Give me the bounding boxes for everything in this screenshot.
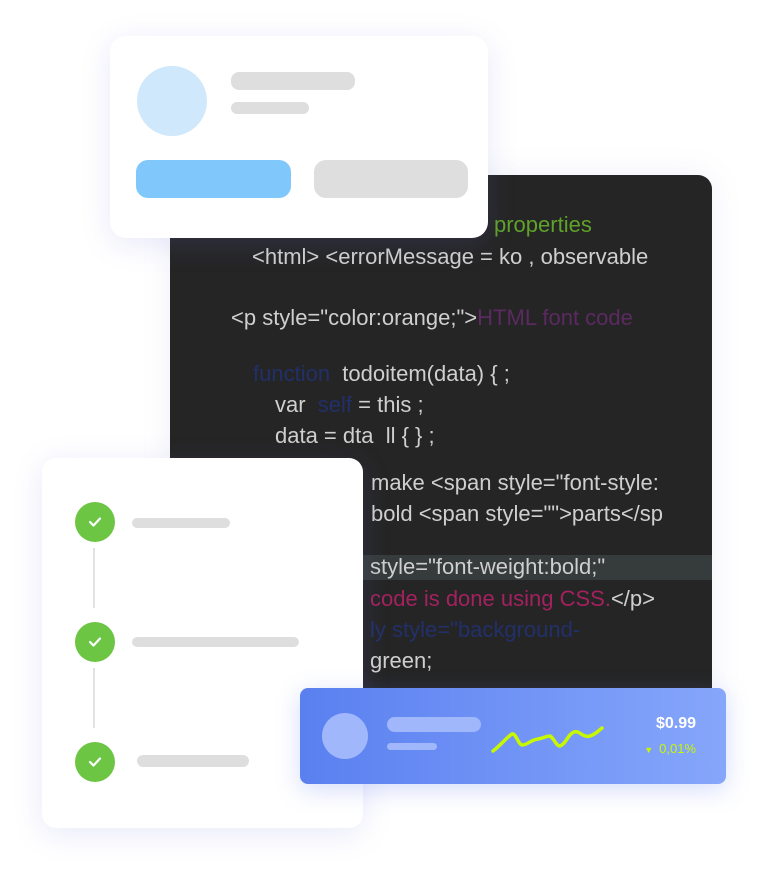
name-placeholder: [231, 72, 355, 90]
check-icon: [75, 742, 115, 782]
step-label-placeholder: [132, 518, 230, 528]
step-label-placeholder: [132, 637, 299, 647]
code-line: data = dta ll { } ;: [275, 423, 435, 448]
step-label-placeholder: [137, 755, 249, 767]
step-connector: [93, 548, 95, 608]
price-ticker-card: $0.99 ▼0,01%: [300, 688, 726, 784]
code-line: bold <span style="">parts</sp: [371, 501, 664, 526]
coin-avatar: [322, 713, 368, 759]
code-line: <p style="color:orange;">HTML font code: [231, 305, 633, 330]
subtitle-placeholder: [231, 102, 309, 114]
code-line: properties: [494, 212, 592, 237]
code-line: function todoitem(data) { ;: [253, 361, 510, 386]
code-line: style="font-weight:bold;": [370, 554, 606, 579]
check-icon: [75, 622, 115, 662]
price-change: ▼0,01%: [644, 741, 696, 756]
code-line: var self = this ;: [275, 392, 424, 417]
code-line: <html> <errorMessage = ko , observable: [252, 244, 649, 269]
sparkline-chart: [491, 726, 604, 753]
avatar: [137, 66, 207, 136]
step-connector: [93, 668, 95, 728]
caret-down-icon: ▼: [644, 745, 654, 755]
subtitle-placeholder: [387, 743, 437, 750]
check-icon: [75, 502, 115, 542]
profile-card: [110, 36, 488, 238]
code-line: code is done using CSS.</p>: [370, 586, 655, 611]
secondary-button[interactable]: [314, 160, 468, 198]
code-line: make <span style="font-style:: [371, 470, 659, 495]
primary-button[interactable]: [136, 160, 291, 198]
sparkline: [491, 726, 604, 753]
name-placeholder: [387, 717, 481, 732]
code-line: green;: [370, 648, 433, 673]
price-value: $0.99: [655, 715, 696, 732]
code-line: ly style="background-: [370, 617, 581, 642]
